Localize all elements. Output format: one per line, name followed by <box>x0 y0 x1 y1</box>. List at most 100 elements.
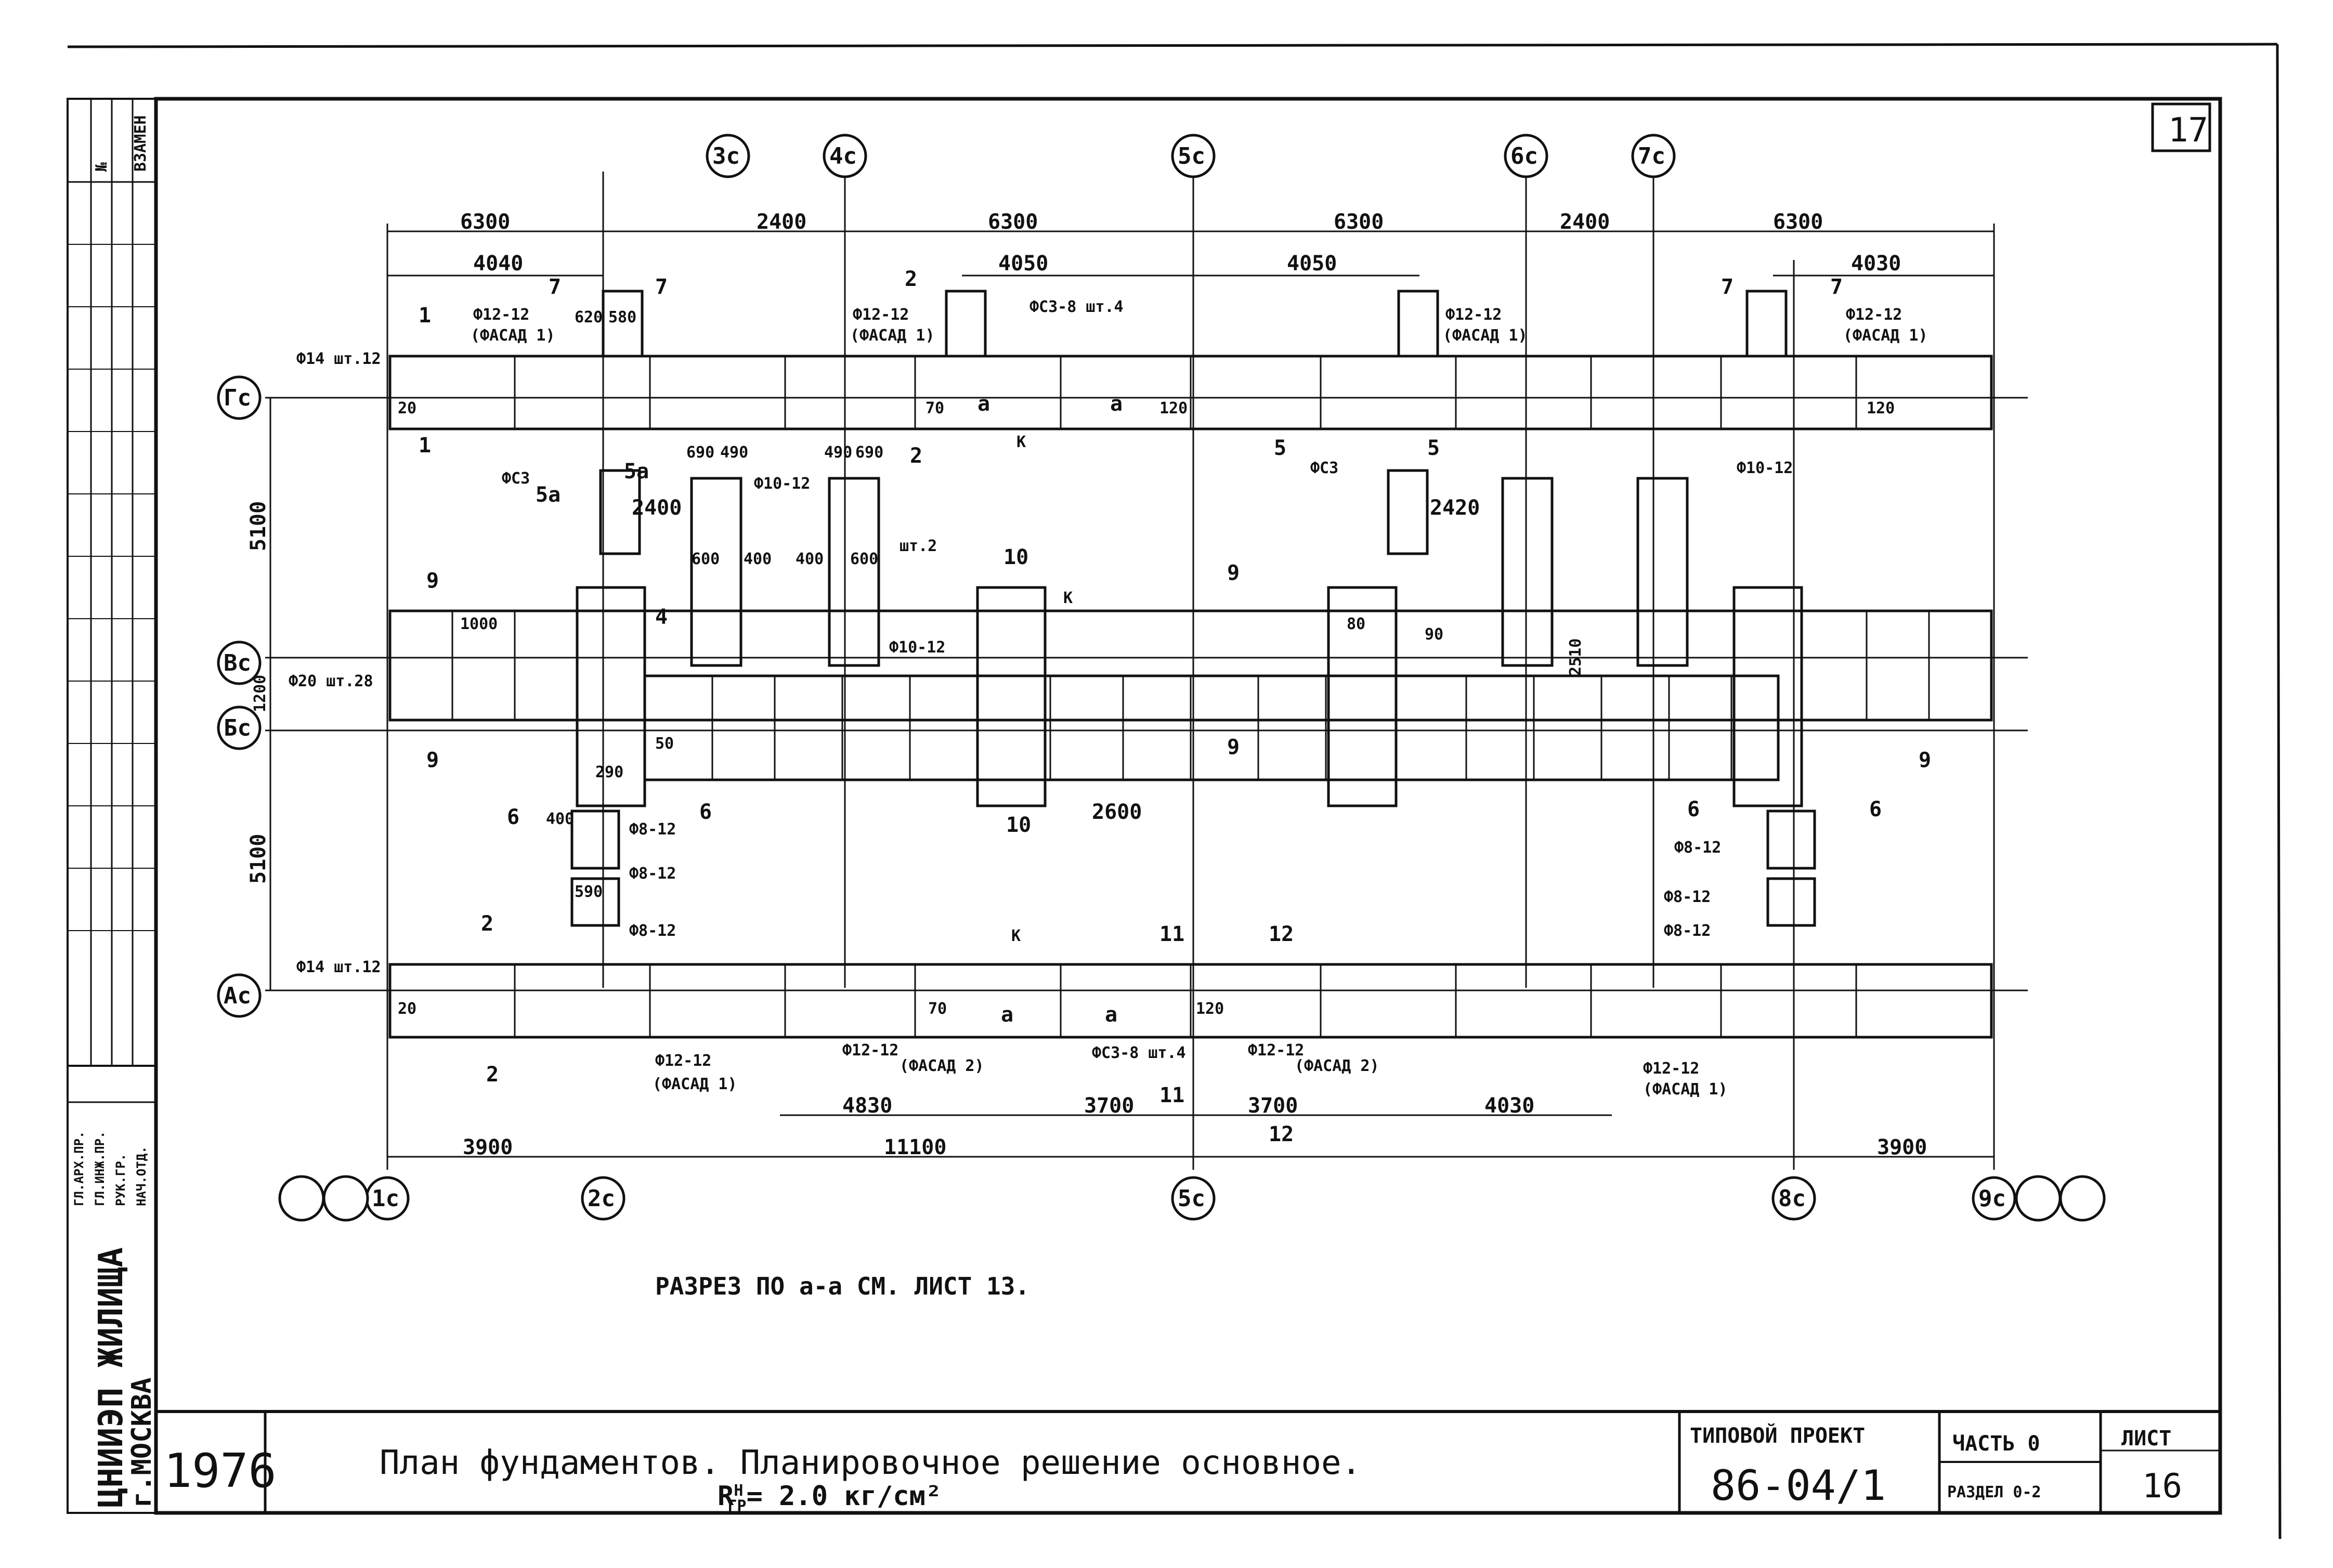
label-facade2-b3: (ФАСАД 2) <box>1295 1057 1379 1075</box>
label-facade1-4: (ФАСАД 1) <box>1843 326 1928 345</box>
bd-80-1: 80 <box>1347 615 1365 633</box>
corner-box: 17 <box>2151 102 2211 152</box>
label-phi10-2: Ф10-12 <box>889 638 945 657</box>
stamp-line-4: НАЧ.ОТД. <box>134 1146 149 1206</box>
sm-11-2: 11 <box>1159 1083 1184 1107</box>
top-dimensions: 6300 2400 6300 6300 2400 6300 4040 4050 … <box>460 210 1901 276</box>
bd-690-1: 690 <box>686 443 714 462</box>
annotations: Ф14 шт.12 Ф14 шт.12 Ф20 шт.28 Ф12-12 (ФА… <box>289 298 1928 1099</box>
org-name: ЦНИИЭП ЖИЛИЩА <box>92 1247 131 1508</box>
bd-120-3: 120 <box>1196 1000 1224 1018</box>
sm-9-1: 9 <box>426 569 439 593</box>
sm-12-1: 12 <box>1269 922 1294 946</box>
sm-2-mid: 2 <box>910 444 922 468</box>
label-phi12-b2: Ф12-12 <box>842 1041 898 1060</box>
axis-top-1: 3с <box>712 143 740 169</box>
dim-bot-6: 11100 <box>884 1135 946 1159</box>
soil-pressure-value: = 2.0 кг/см² <box>747 1481 942 1512</box>
corner-number: 17 <box>2168 111 2208 150</box>
axis-labels: 3с 4с 5с 6с 7с 1с 2с 5с 8с 9с Гс Вс Бс А… <box>224 143 2006 1212</box>
label-phi14-top: Ф14 шт.12 <box>296 350 381 368</box>
bd-120-2: 120 <box>1867 399 1895 417</box>
label-phi10-sht2: шт.2 <box>900 537 937 555</box>
axis-bot-2: 2с <box>588 1185 615 1212</box>
label-phi12-3: Ф12-12 <box>1445 306 1502 324</box>
label-k-3: К <box>1011 927 1021 945</box>
axis-bot-5: 9с <box>1978 1185 2006 1212</box>
part-label: ЧАСТЬ 0 <box>1952 1432 2040 1456</box>
sm-5-1: 5 <box>1274 436 1286 460</box>
label-phi12-2: Ф12-12 <box>853 306 909 324</box>
left-strip-label: ВЗАМЕН <box>132 115 150 172</box>
sm-10-1: 10 <box>1003 545 1028 569</box>
bd-490-1: 490 <box>720 443 748 462</box>
cross-walls <box>570 290 1816 927</box>
dim-mid-4: 4030 <box>1851 252 1901 276</box>
label-phi12-b1: Ф12-12 <box>655 1052 711 1070</box>
label-c3-8-top: ФС3-8 шт.4 <box>1029 298 1124 316</box>
sm-6-3: 6 <box>1687 798 1700 821</box>
bd-600-1: 600 <box>692 550 720 568</box>
label-a-3: а <box>1001 1003 1013 1027</box>
label-facade1-2: (ФАСАД 1) <box>850 326 935 345</box>
bd-620-1: 620 <box>575 308 603 326</box>
dimension-lines <box>269 230 1994 1158</box>
label-phi12-1: Ф12-12 <box>473 306 529 324</box>
sheet-number: 16 <box>2142 1467 2182 1506</box>
title-block <box>156 1410 2220 1513</box>
axis-bot-3: 5с <box>1178 1185 1205 1212</box>
sheet-frame <box>67 43 2282 1539</box>
label-phi10-1: Ф10-12 <box>754 475 810 493</box>
dim-bot-8: 3900 <box>1877 1135 1927 1159</box>
sm-9-4: 9 <box>1227 735 1240 759</box>
bd-90-1: 90 <box>1425 625 1443 644</box>
label-phi3-1: ФС3 <box>502 469 530 488</box>
sm-5a-2: 5а <box>624 460 649 484</box>
bd-1000-1: 1000 <box>460 615 498 633</box>
block-dimensions: 620 580 690 490 490 690 600 400 400 600 … <box>398 308 1895 1018</box>
dim-bot-3: 3700 <box>1248 1094 1298 1118</box>
dim-left-2: 1200 <box>251 675 269 712</box>
label-phi8-4: Ф8-12 <box>1674 839 1721 857</box>
left-stamp: ГЛ.АРХ.ПР. ГЛ.ИНЖ.ПР. РУК.ГР. НАЧ.ОТД. <box>72 1131 149 1207</box>
label-facade1-1: (ФАСАД 1) <box>471 326 555 345</box>
label-c3-8-bottom: ФС3-8 шт.4 <box>1092 1044 1186 1062</box>
dim-bot-1: 4830 <box>842 1094 892 1118</box>
project-label: ТИПОВОЙ ПРОЕКТ <box>1690 1423 1865 1448</box>
bd-20-2: 20 <box>398 1000 416 1018</box>
section-note: РАЗРЕЗ ПО а-а СМ. ЛИСТ 13. <box>655 1272 1029 1300</box>
bd-690-2: 690 <box>855 443 883 462</box>
sm-5a-1: 5а <box>536 483 561 507</box>
label-phi12-4: Ф12-12 <box>1846 306 1902 324</box>
stamp-line-2: ГЛ.ИНЖ.ПР. <box>93 1131 107 1207</box>
label-phi14-bottom: Ф14 шт.12 <box>296 958 381 976</box>
axis-left-2: Вс <box>224 650 251 676</box>
project-number: 86-04/1 <box>1711 1461 1886 1510</box>
axis-left-4: Ас <box>224 983 251 1009</box>
sm-5-2: 5 <box>1427 436 1440 460</box>
section-label: РАЗДЕЛ 0-2 <box>1947 1483 2041 1501</box>
sm-1-top: 1 <box>419 304 431 328</box>
sm-12-2: 12 <box>1269 1122 1294 1146</box>
label-phi10-3: Ф10-12 <box>1737 459 1793 477</box>
label-phi12-b3: Ф12-12 <box>1248 1041 1304 1060</box>
sm-11-1: 11 <box>1159 922 1184 946</box>
sm-7-3: 7 <box>1721 275 1734 299</box>
label-phi3-2: ФС3 <box>1310 459 1338 477</box>
sm-7-2: 7 <box>655 275 668 299</box>
sheet-label: ЛИСТ <box>2121 1427 2171 1451</box>
label-a-2: а <box>1110 392 1123 416</box>
grid-axes <box>265 172 2028 1170</box>
bd-290-1: 290 <box>595 763 623 781</box>
sm-2-top: 2 <box>905 267 917 291</box>
left-strip-n: № <box>93 162 111 172</box>
bd-70-2: 70 <box>928 1000 947 1018</box>
label-phi12-b4: Ф12-12 <box>1643 1060 1699 1078</box>
sm-9-5: 9 <box>1919 748 1931 772</box>
label-phi8-2: Ф8-12 <box>629 865 676 883</box>
bottom-dimensions: 4830 3700 3700 4030 3900 11100 11100 390… <box>246 496 1927 1159</box>
dim-top-6: 6300 <box>1773 210 1823 234</box>
